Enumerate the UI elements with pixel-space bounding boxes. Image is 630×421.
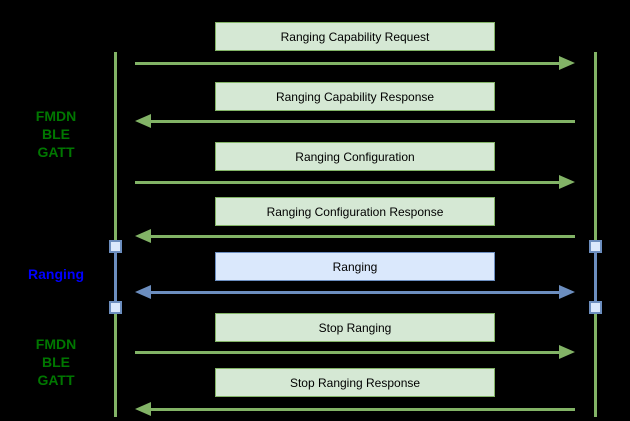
arrowhead-right-icon <box>559 285 575 299</box>
message-label: Ranging Configuration <box>295 149 415 164</box>
ranging-endpoint-node-right-bottom <box>589 301 602 314</box>
message-label: Ranging <box>332 259 378 274</box>
message-arrow <box>150 408 575 411</box>
message-label: Ranging Configuration Response <box>266 204 444 219</box>
arrowhead-left-icon <box>135 114 151 128</box>
message-box: Ranging Configuration Response <box>215 197 495 226</box>
lifeline-left <box>114 52 117 417</box>
message-label: Stop Ranging <box>318 320 392 335</box>
lifeline-right <box>594 52 597 417</box>
arrowhead-right-icon <box>559 175 575 189</box>
message-box: Ranging <box>215 252 495 281</box>
message-box: Ranging Capability Request <box>215 22 495 51</box>
message-arrow <box>135 181 560 184</box>
ranging-endpoint-node-left-bottom <box>109 301 122 314</box>
message-label: Ranging Capability Request <box>280 29 430 44</box>
section-label-ranging: Ranging <box>28 266 84 282</box>
section-label-fmdn-ble-gatt-top: FMDN BLE GATT <box>35 108 77 160</box>
arrowhead-left-icon <box>135 402 151 416</box>
arrowhead-left-icon <box>135 229 151 243</box>
message-box: Stop Ranging <box>215 313 495 342</box>
message-box: Ranging Capability Response <box>215 82 495 111</box>
message-arrow <box>135 62 560 65</box>
lifeline-left-ranging-segment <box>114 247 117 308</box>
arrowhead-left-icon <box>135 285 151 299</box>
arrowhead-right-icon <box>559 56 575 70</box>
message-label: Ranging Capability Response <box>275 89 435 104</box>
ranging-endpoint-node-left-top <box>109 240 122 253</box>
message-box: Stop Ranging Response <box>215 368 495 397</box>
message-label: Stop Ranging Response <box>289 375 421 390</box>
message-arrow <box>150 235 575 238</box>
section-label-fmdn-ble-gatt-bottom: FMDN BLE GATT <box>35 336 77 388</box>
lifeline-right-ranging-segment <box>594 247 597 308</box>
ranging-endpoint-node-right-top <box>589 240 602 253</box>
message-arrow <box>150 291 560 294</box>
message-box: Ranging Configuration <box>215 142 495 171</box>
message-arrow <box>135 351 560 354</box>
message-arrow <box>150 120 575 123</box>
arrowhead-right-icon <box>559 345 575 359</box>
